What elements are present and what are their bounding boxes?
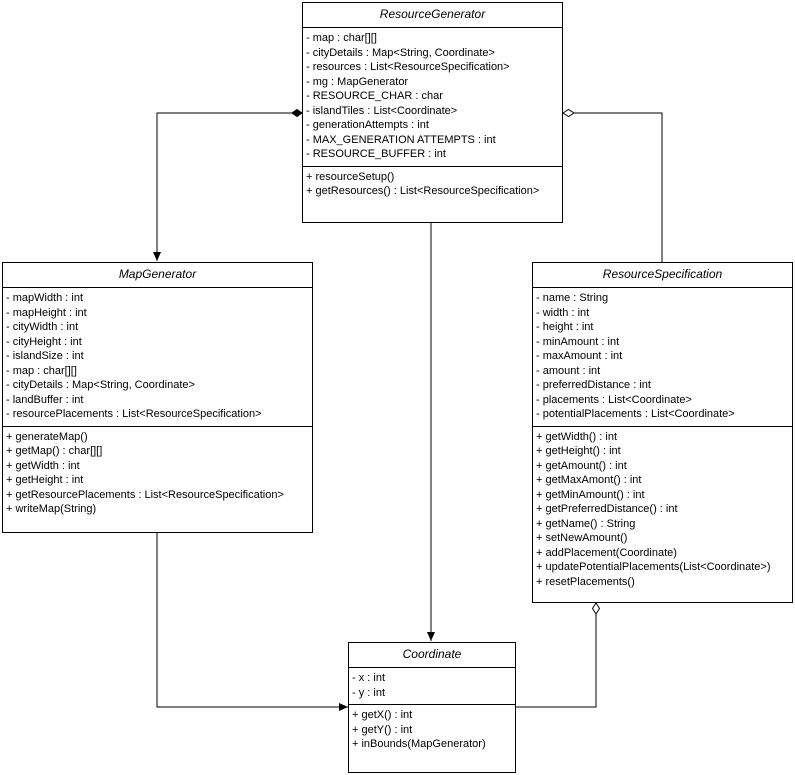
method: + getHeight : int [6, 474, 84, 486]
class-coordinate[interactable]: Coordinate - x : int - y : int + getX() … [348, 642, 516, 773]
attribute: - mg : MapGenerator [306, 75, 409, 88]
method: + getX() : int [352, 709, 413, 721]
class-name: Coordinate [349, 643, 515, 668]
method: + getResources() : List<ResourceSpecific… [306, 185, 540, 197]
attributes-section: - mapWidth : int - mapHeight : int - cit… [3, 288, 312, 426]
composition-edge-resourcegenerator-mapgenerator [153, 112, 292, 261]
method: + generateMap() [6, 430, 88, 443]
attributes-section: - name : String - width : int - height :… [533, 288, 792, 426]
attribute: - mapWidth : int [6, 292, 84, 304]
method: + getWidth : int [6, 459, 80, 472]
attribute: - y : int [352, 686, 386, 699]
attribute: - mapHeight : int [6, 306, 87, 319]
methods-section: + resourceSetup() + getResources() : Lis… [303, 165, 562, 203]
attribute: - map : char[][] [306, 32, 377, 44]
class-name: MapGenerator [3, 263, 312, 288]
method: + setNewAmount() [536, 532, 628, 544]
method: + addPlacement(Coordinate) [536, 546, 677, 559]
methods-section: + getX() : int + getY() : int + inBounds… [349, 704, 515, 756]
attribute: - RESOURCE_CHAR : char [306, 90, 443, 102]
attribute: - map : char[][] [6, 364, 77, 377]
attribute: - cityHeight : int [6, 335, 82, 348]
attribute: - landBuffer : int [6, 393, 84, 406]
attribute: - x : int [352, 672, 386, 684]
methods-section: + getWidth() : int + getHeight() : int +… [533, 425, 792, 594]
attribute: - generationAttempts : int [306, 119, 429, 131]
method: + writeMap(String) [6, 503, 97, 515]
attribute: - cityDetails : Map<String, Coordinate> [6, 379, 195, 391]
method: + resetPlacements() [536, 575, 635, 588]
method: + updatePotentialPlacements(List<Coordin… [536, 561, 771, 573]
class-resourcespecification[interactable]: ResourceSpecification - name : String - … [532, 262, 793, 603]
attribute: - height : int [536, 321, 594, 333]
attribute: - maxAmount : int [536, 350, 623, 362]
attribute: - resourcePlacements : List<ResourceSpec… [6, 408, 262, 420]
aggregation-edge-resourcegenerator-resourcespecification [574, 112, 663, 262]
attribute: - resources : List<ResourceSpecification… [306, 61, 510, 73]
method: + getY() : int [352, 723, 413, 736]
attribute: - potentialPlacements : List<Coordinate> [536, 408, 735, 420]
method: + resourceSetup() [306, 170, 395, 183]
method: + getPreferredDistance() : int [536, 503, 678, 515]
attribute: - cityWidth : int [6, 321, 79, 333]
class-mapgenerator[interactable]: MapGenerator - mapWidth : int - mapHeigh… [2, 262, 313, 533]
method: + getMaxAmont() : int [536, 474, 642, 486]
class-resourcegenerator[interactable]: ResourceGenerator - map : char[][] - cit… [302, 2, 563, 223]
attributes-section: - x : int - y : int [349, 668, 515, 704]
aggregation-edge-resourcespecification-coordinate [516, 614, 597, 708]
attribute: - width : int [536, 306, 590, 319]
method: + getMap() : char[][] [6, 445, 103, 457]
association-edge-mapgenerator-coordinate [156, 533, 348, 711]
attribute: - islandSize : int [6, 350, 84, 362]
method: + getHeight() : int [536, 445, 621, 457]
attribute: - preferredDistance : int [536, 379, 651, 391]
aggregation-diamond-top [562, 108, 575, 118]
attribute: - MAX_GENERATION ATTEMPTS : int [306, 133, 496, 146]
methods-section: + generateMap() + getMap() : char[][] + … [3, 425, 312, 521]
attribute: - name : String [536, 292, 609, 304]
attribute: - minAmount : int [536, 335, 620, 348]
class-name: ResourceSpecification [533, 263, 792, 288]
attributes-section: - map : char[][] - cityDetails : Map<Str… [303, 28, 562, 166]
attribute: - islandTiles : List<Coordinate> [306, 104, 458, 117]
method: + getName() : String [536, 517, 636, 530]
attribute: - placements : List<Coordinate> [536, 393, 692, 406]
class-name: ResourceGenerator [303, 3, 562, 28]
attribute: - cityDetails : Map<String, Coordinate> [306, 46, 495, 59]
attribute: - RESOURCE_BUFFER : int [306, 148, 446, 160]
attribute: - amount : int [536, 364, 601, 377]
method: + getWidth() : int [536, 430, 618, 443]
aggregation-diamond-bottom [591, 602, 601, 615]
method: + getAmount() : int [536, 459, 627, 472]
composition-diamond [291, 108, 303, 118]
method: + inBounds(MapGenerator) [352, 738, 486, 750]
method: + getMinAmount() : int [536, 488, 645, 501]
method: + getResourcePlacements : List<ResourceS… [6, 488, 284, 501]
